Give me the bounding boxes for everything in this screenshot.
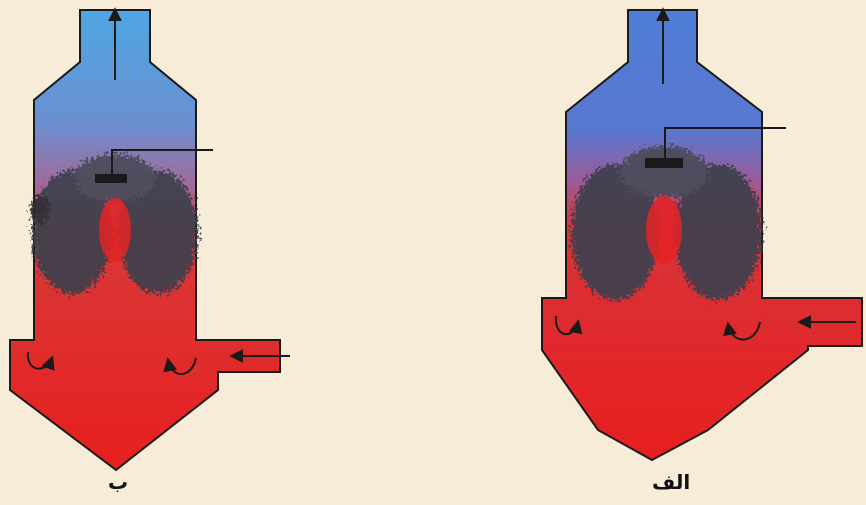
- caption-reactor-b: ب: [108, 470, 128, 494]
- reactor-b-sensor: [95, 174, 127, 183]
- reactor-b: [10, 10, 290, 470]
- caption-reactor-alef: الف: [652, 470, 690, 494]
- reactor-alef-sensor: [645, 158, 683, 168]
- reactor-b-core: [99, 198, 131, 262]
- reactor-alef-core: [646, 196, 682, 264]
- reactor-alef: [542, 10, 862, 460]
